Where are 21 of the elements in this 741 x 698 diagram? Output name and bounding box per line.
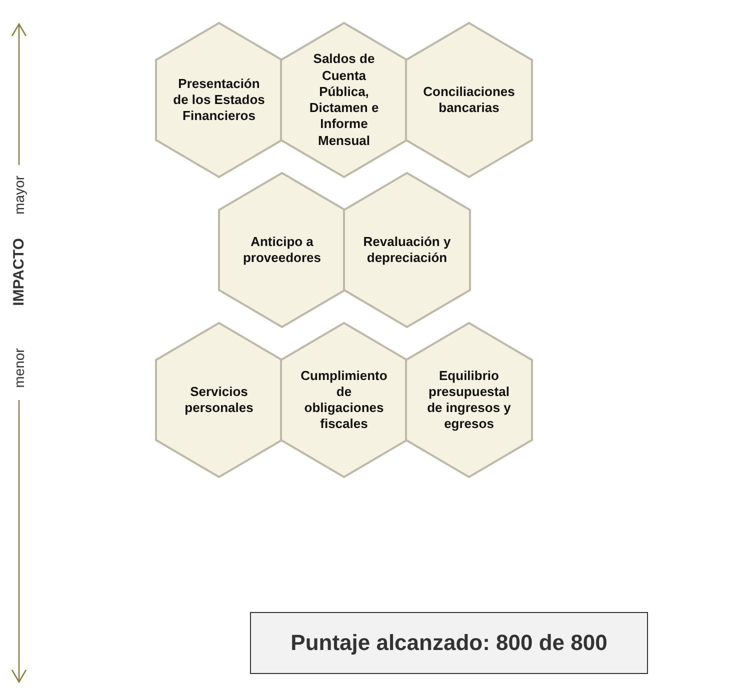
hexagon-shape <box>155 22 283 178</box>
axis-label: mayor <box>11 176 27 214</box>
hexagon-label: Conciliaciones bancarias <box>423 84 515 116</box>
hexagon-shape <box>280 22 408 178</box>
hexagon-label: Servicios personales <box>184 384 254 416</box>
hexagon-shape <box>218 172 346 328</box>
hexagon-label: Presentación de los Estados Financieros <box>173 76 265 124</box>
hexagon-shape <box>343 172 471 328</box>
hexagon-label: Cumplimiento de obligaciones fiscales <box>300 368 388 432</box>
axis-label: menor <box>11 348 27 388</box>
hexagon-shape <box>405 22 533 178</box>
score-box <box>250 612 648 674</box>
axis-title: IMPACTO <box>10 238 28 306</box>
hexagon-shape <box>405 322 533 478</box>
hexagon-label: Revaluación y depreciación <box>362 234 452 266</box>
hexagon-label: Saldos de Cuenta Pública, Dictamen e Informe Mensual <box>308 51 380 149</box>
hexagon-label: Anticipo a proveedores <box>242 234 322 266</box>
hexagon-shape <box>155 322 283 478</box>
score-text: Puntaje alcanzado: 800 de 800 <box>290 630 608 656</box>
hexagon-label: Equilibrio presupuestal de ingresos y egresos <box>426 368 512 432</box>
hexagon-shape <box>280 322 408 478</box>
